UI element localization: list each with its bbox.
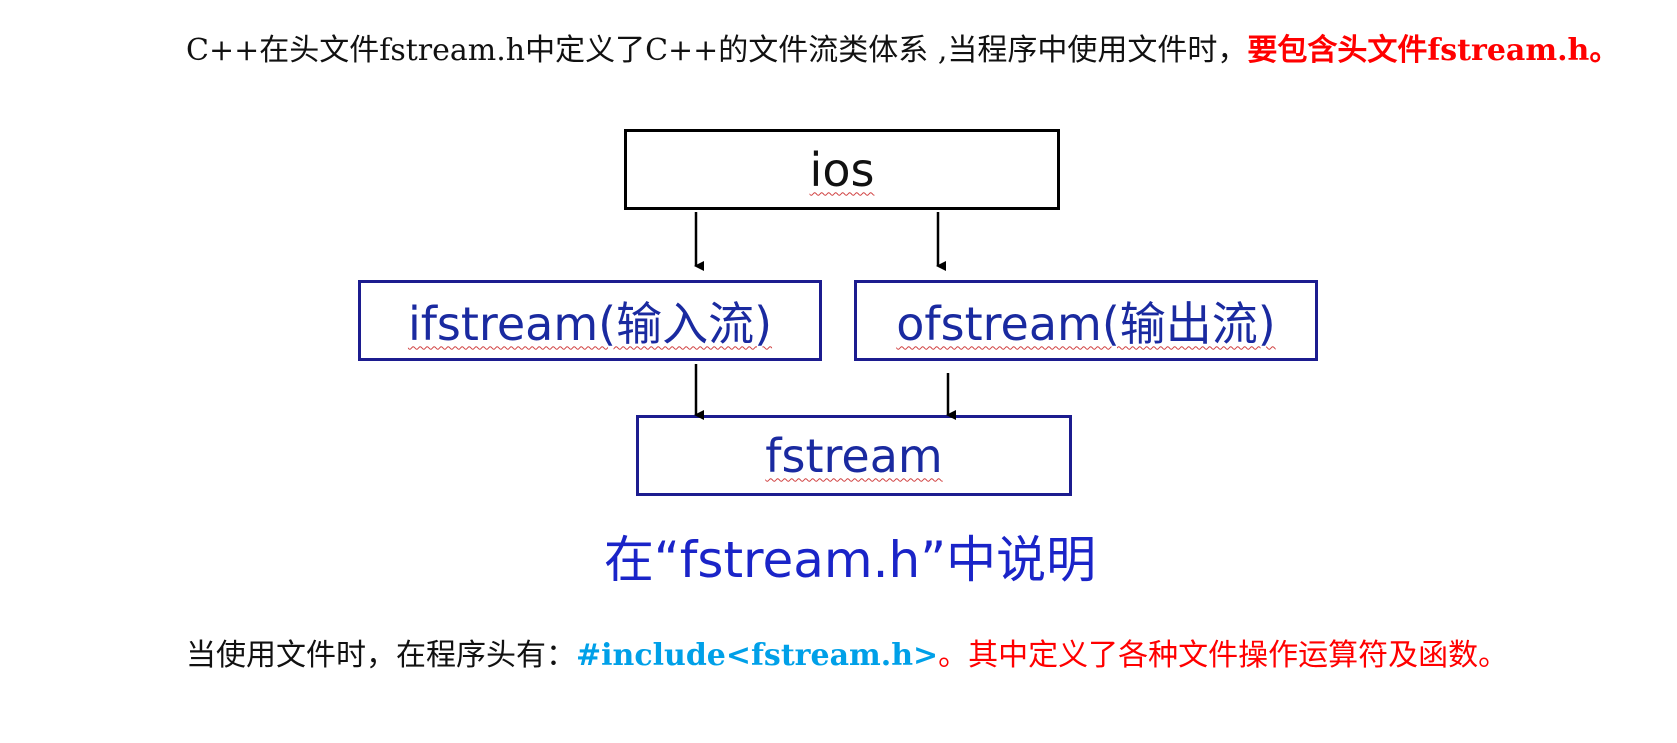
intro-highlight: 要包含头文件fstream.h: [1247, 33, 1590, 68]
intro-end: 。: [1589, 33, 1620, 68]
diagram-caption: 在“fstream.h”中说明: [0, 520, 1677, 592]
ios-box: ios: [624, 129, 1060, 210]
usage-paragraph: 当使用文件时，在程序头有：#include<fstream.h>。其中定义了各种…: [46, 625, 1636, 687]
usage-text: 当使用文件时，在程序头有：: [186, 638, 576, 673]
ofstream-label: ofstream(输出流): [896, 296, 1276, 351]
ifstream-label: ifstream(输入流): [407, 296, 773, 351]
intro-paragraph: C++在头文件fstream.h中定义了C++的文件流类体系 ,当程序中使用文件…: [46, 20, 1636, 82]
include-code: #include<fstream.h>: [576, 638, 939, 673]
usage-sep: 。: [938, 638, 969, 673]
intro-text: C++在头文件fstream.h中定义了C++的文件流类体系 ,当程序中使用文件…: [186, 33, 1248, 68]
usage-highlight: 其中定义了各种文件操作运算符及函数。: [968, 638, 1509, 673]
ifstream-box: ifstream(输入流): [358, 280, 822, 361]
fstream-label: fstream: [765, 428, 943, 483]
caption-text: 在“fstream.h”中说明: [603, 531, 1097, 589]
fstream-box: fstream: [636, 415, 1072, 496]
ios-label: ios: [809, 142, 875, 197]
ofstream-box: ofstream(输出流): [854, 280, 1318, 361]
